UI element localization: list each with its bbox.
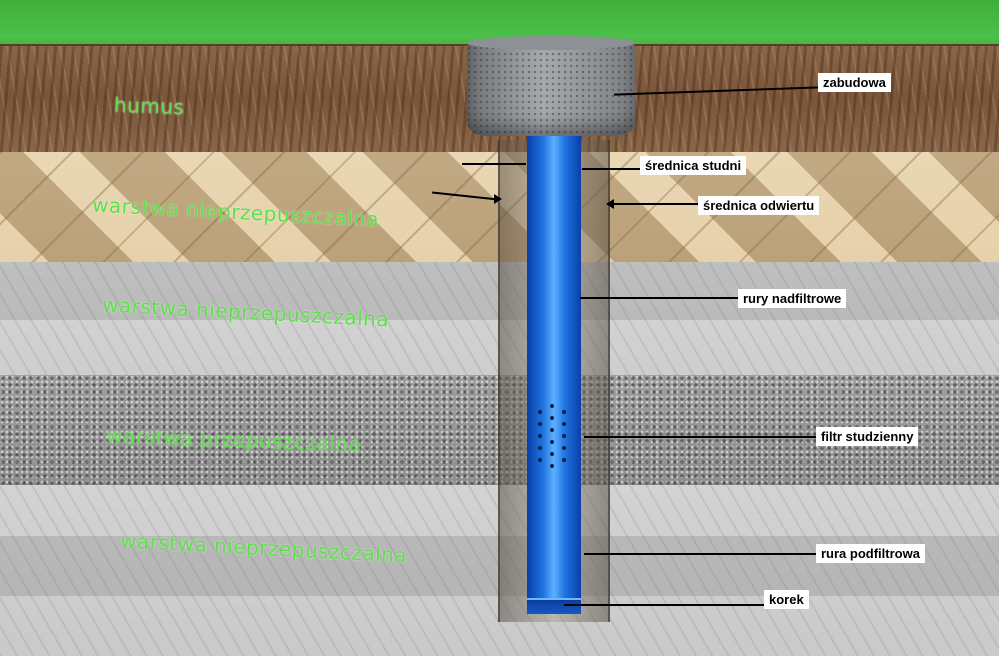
arrow-right-icon: [606, 199, 614, 209]
arrow-left-icon: [494, 194, 502, 204]
filter-hole: [562, 410, 566, 414]
leader-line-korek: [564, 604, 768, 606]
leader-line-well-diameter-left: [462, 163, 526, 165]
leader-line-filtr-studzienny: [584, 436, 820, 438]
callout-casing-pipes: rury nadfiltrowe: [738, 289, 847, 308]
concrete-ring-top: [467, 36, 635, 50]
leader-line-well-diameter-right: [582, 168, 644, 170]
callout-plug: korek: [764, 590, 809, 609]
pipe-plug: [527, 598, 581, 614]
leader-line-borehole-right: [614, 203, 702, 205]
filter-hole: [538, 422, 542, 426]
callout-sump-pipe: rura podfiltrowa: [816, 544, 925, 563]
filter-hole: [550, 452, 554, 456]
filter-hole: [562, 458, 566, 462]
filter-hole: [550, 428, 554, 432]
filter-hole: [562, 422, 566, 426]
well-pipe: [527, 120, 581, 614]
filter-hole: [538, 434, 542, 438]
leader-line-rury-nadfiltrowe: [580, 297, 742, 299]
concrete-well-ring: [467, 40, 635, 136]
filter-hole: [562, 446, 566, 450]
callout-well-diameter: średnica studni: [640, 156, 747, 175]
filter-hole: [538, 458, 542, 462]
filter-hole: [550, 416, 554, 420]
leader-line-rura-podfiltrowa: [584, 553, 820, 555]
callout-zabudowa: zabudowa: [818, 73, 891, 92]
filter-hole: [562, 434, 566, 438]
filter-hole: [550, 464, 554, 468]
filter-hole: [538, 446, 542, 450]
filter-hole: [550, 440, 554, 444]
label-humus: humus: [113, 92, 185, 120]
filter-hole: [550, 404, 554, 408]
filter-hole: [538, 410, 542, 414]
callout-borehole-diameter: średnica odwiertu: [698, 196, 820, 215]
callout-well-filter: filtr studzienny: [816, 427, 919, 446]
